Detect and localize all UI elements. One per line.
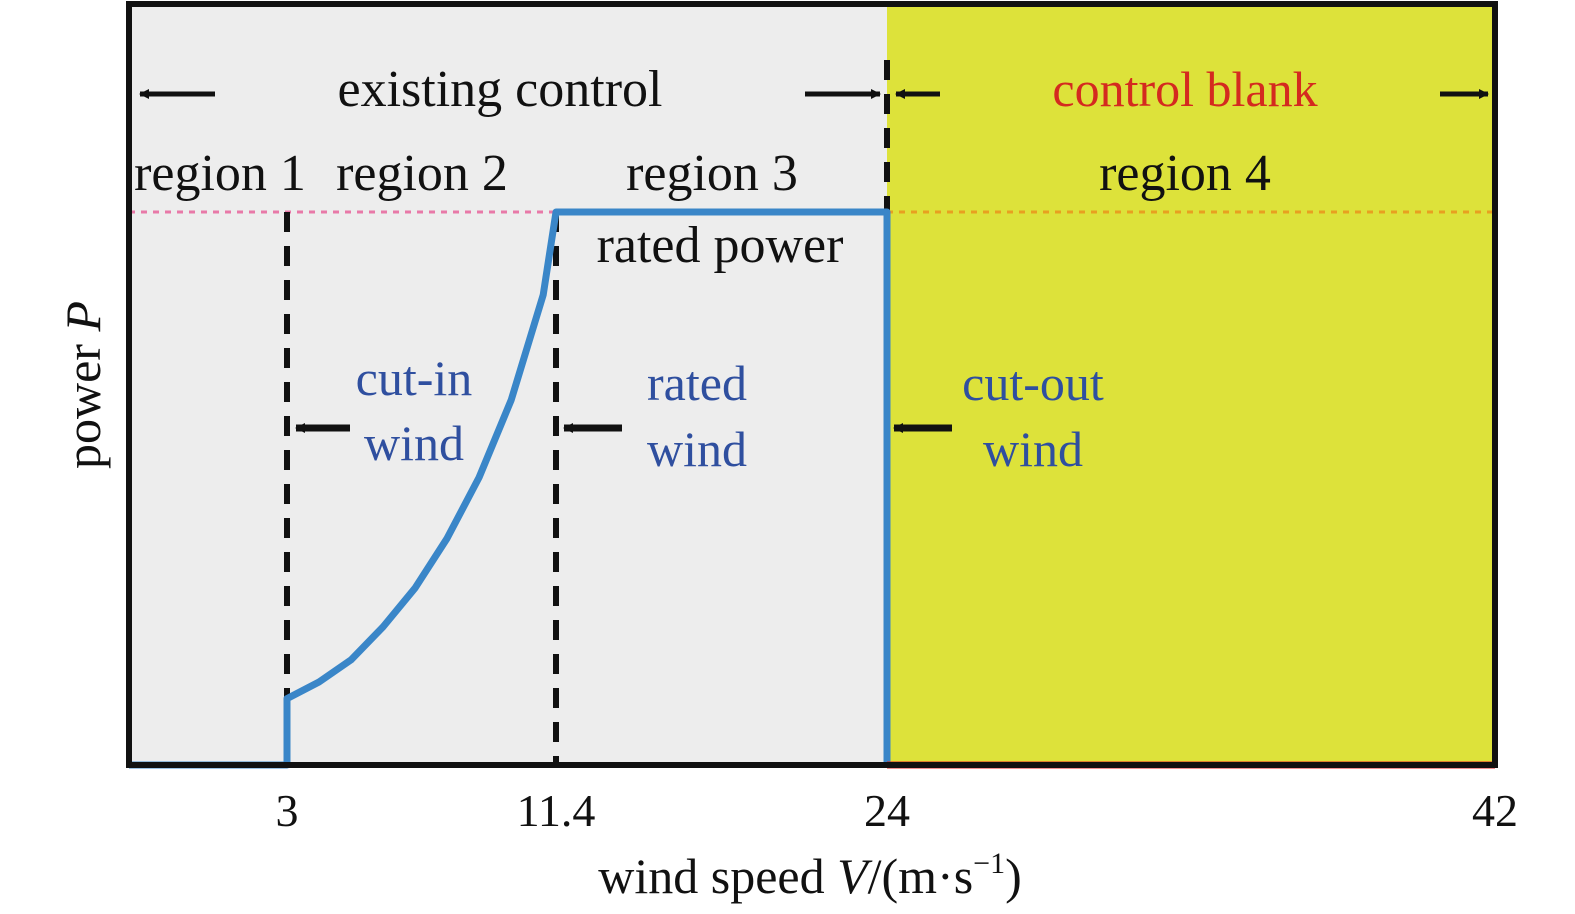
y-axis-title-prefix: power <box>55 332 111 469</box>
x-axis-title-prefix: wind speed <box>598 848 837 904</box>
x-tick-label: 42 <box>1472 785 1518 836</box>
x-axis-title-var: V <box>837 848 873 904</box>
power-curve-line <box>129 208 891 769</box>
existing-control-label: existing control <box>338 61 663 118</box>
rated-wind-label-line2: wind <box>647 421 747 477</box>
x-axis-title-unit: /(m·s <box>868 848 974 904</box>
cut-in-wind-label-line2: wind <box>364 415 464 471</box>
region-3-label: region 3 <box>626 145 798 202</box>
rated-wind-label-line1: rated <box>647 355 747 411</box>
control-blank-region <box>887 4 1495 765</box>
region-4-label: region 4 <box>1099 145 1271 202</box>
y-axis-title-var: P <box>55 301 111 333</box>
x-axis-title-sup: −1 <box>973 847 1005 880</box>
region-1-label: region 1 <box>134 145 306 202</box>
control-blank-label: control blank <box>1052 61 1317 117</box>
x-tick-label: 3 <box>276 785 299 836</box>
plot-frame <box>126 1 1498 768</box>
x-tick-label: 24 <box>864 785 910 836</box>
cut-out-wind-label-line1: cut-out <box>962 355 1104 411</box>
x-axis-title-unit-close: ) <box>1005 848 1022 904</box>
rated-power-label: rated power <box>597 217 844 274</box>
x-tick-labels: 3 11.4 24 42 <box>276 785 1519 836</box>
x-tick-label: 11.4 <box>517 785 596 836</box>
x-axis-title: wind speed V/(m·s−1) <box>598 847 1022 904</box>
y-axis-title: power P <box>55 301 111 469</box>
region-2-label: region 2 <box>336 145 508 202</box>
cut-in-wind-label-line1: cut-in <box>356 350 473 406</box>
cut-out-wind-label-line2: wind <box>983 421 1083 477</box>
